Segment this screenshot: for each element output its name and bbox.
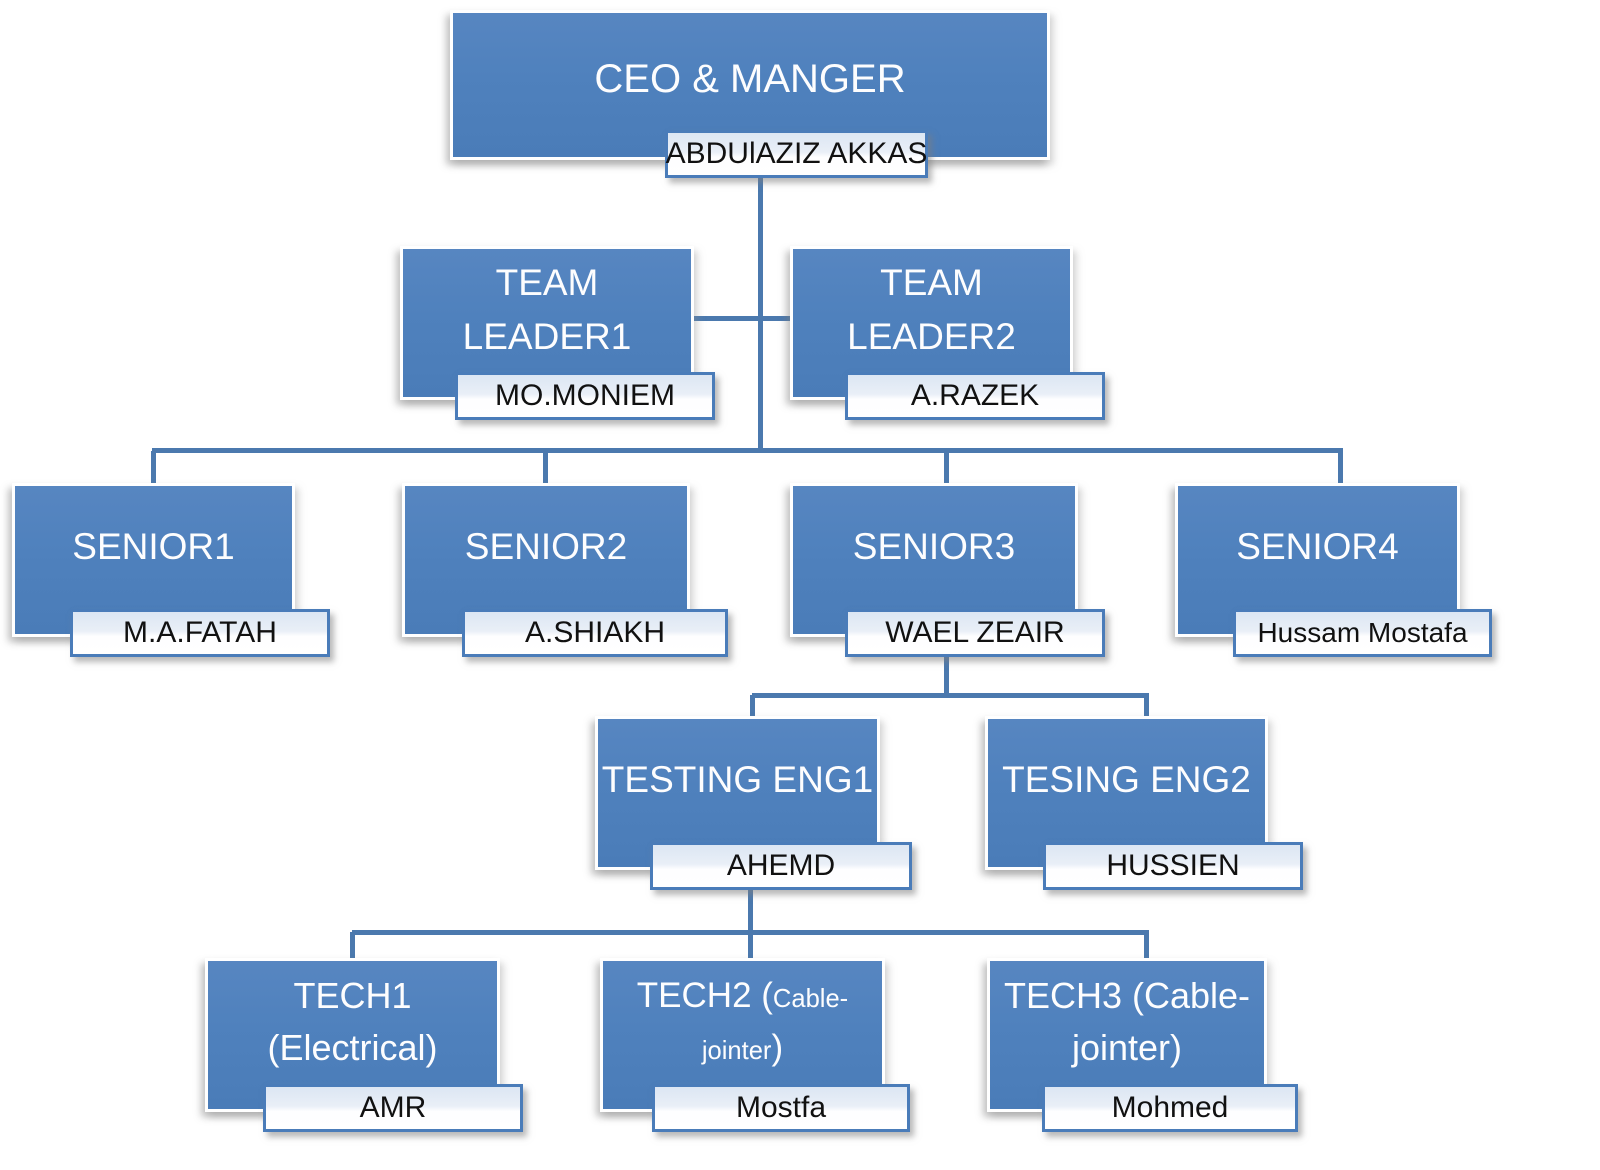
role-title: SENIOR4 xyxy=(1236,526,1399,568)
connector-ceo-down xyxy=(758,177,763,453)
connector-testing-horizontal xyxy=(752,693,1149,698)
person-name-tag: M.A.FATAH xyxy=(70,609,330,657)
org-node-tech3: TECH3 (Cable-jointer) Mohmed xyxy=(987,958,1298,1132)
org-node-senior4: SENIOR4 Hussam Mostafa xyxy=(1175,483,1492,657)
role-title: TECH1(Electrical) xyxy=(267,974,438,1068)
person-name-tag: ABDUlAZIZ AKKAS xyxy=(665,130,928,178)
person-name-tag: Hussam Mostafa xyxy=(1233,609,1492,657)
role-title: SENIOR2 xyxy=(464,526,628,568)
connector-senior4-stub xyxy=(1338,451,1343,485)
org-node-ceo: CEO & MANGER ABDUlAZIZ AKKAS xyxy=(450,10,1050,178)
org-node-senior3: SENIOR3 WAEL ZEAIR xyxy=(790,483,1105,657)
connector-tech-horizontal xyxy=(352,930,1149,935)
role-title: TESING ENG2 xyxy=(1002,759,1251,801)
org-node-testing-eng1: TESTING ENG1 AHEMD xyxy=(595,716,912,890)
connector-testing-eng1-stub xyxy=(750,695,755,720)
person-name-tag: Mohmed xyxy=(1042,1084,1298,1132)
role-title: SENIOR3 xyxy=(852,526,1016,568)
connector-tesing-eng2-stub xyxy=(1144,695,1149,720)
connector-team-leaders xyxy=(694,316,808,321)
person-name-tag: WAEL ZEAIR xyxy=(845,609,1105,657)
connector-senior2-stub xyxy=(543,451,548,485)
connector-seniors-horizontal xyxy=(152,448,1343,453)
role-title: CEO & MANGER xyxy=(594,57,906,101)
role-title: TECH3 (Cable-jointer) xyxy=(1003,974,1251,1068)
org-node-tesing-eng2: TESING ENG2 HUSSIEN xyxy=(985,716,1303,890)
person-name-tag: AMR xyxy=(263,1084,523,1132)
person-name-tag: A.RAZEK xyxy=(845,372,1105,420)
org-node-tech1: TECH1(Electrical) AMR xyxy=(205,958,523,1132)
person-name-tag: Mostfa xyxy=(652,1084,910,1132)
connector-senior3-down xyxy=(944,653,949,698)
role-title: SENIOR1 xyxy=(72,526,235,568)
person-name-tag: HUSSIEN xyxy=(1043,842,1303,890)
role-title: TECH2 (Cable-jointer) xyxy=(636,975,849,1068)
role-title: TESTING ENG1 xyxy=(601,759,874,801)
connector-senior3-stub xyxy=(944,451,949,485)
person-name-tag: AHEMD xyxy=(650,842,912,890)
org-node-senior2: SENIOR2 A.SHIAKH xyxy=(402,483,728,657)
connector-senior1-stub xyxy=(151,451,156,485)
connector-tech1-stub xyxy=(350,932,355,962)
connector-testing-eng1-down xyxy=(748,884,753,964)
person-name-tag: MO.MONIEM xyxy=(455,372,715,420)
org-node-tech2: TECH2 (Cable-jointer) Mostfa xyxy=(600,958,910,1132)
org-node-senior1: SENIOR1 M.A.FATAH xyxy=(12,483,330,657)
connector-tech3-stub xyxy=(1144,932,1149,962)
person-name-tag: A.SHIAKH xyxy=(462,609,728,657)
